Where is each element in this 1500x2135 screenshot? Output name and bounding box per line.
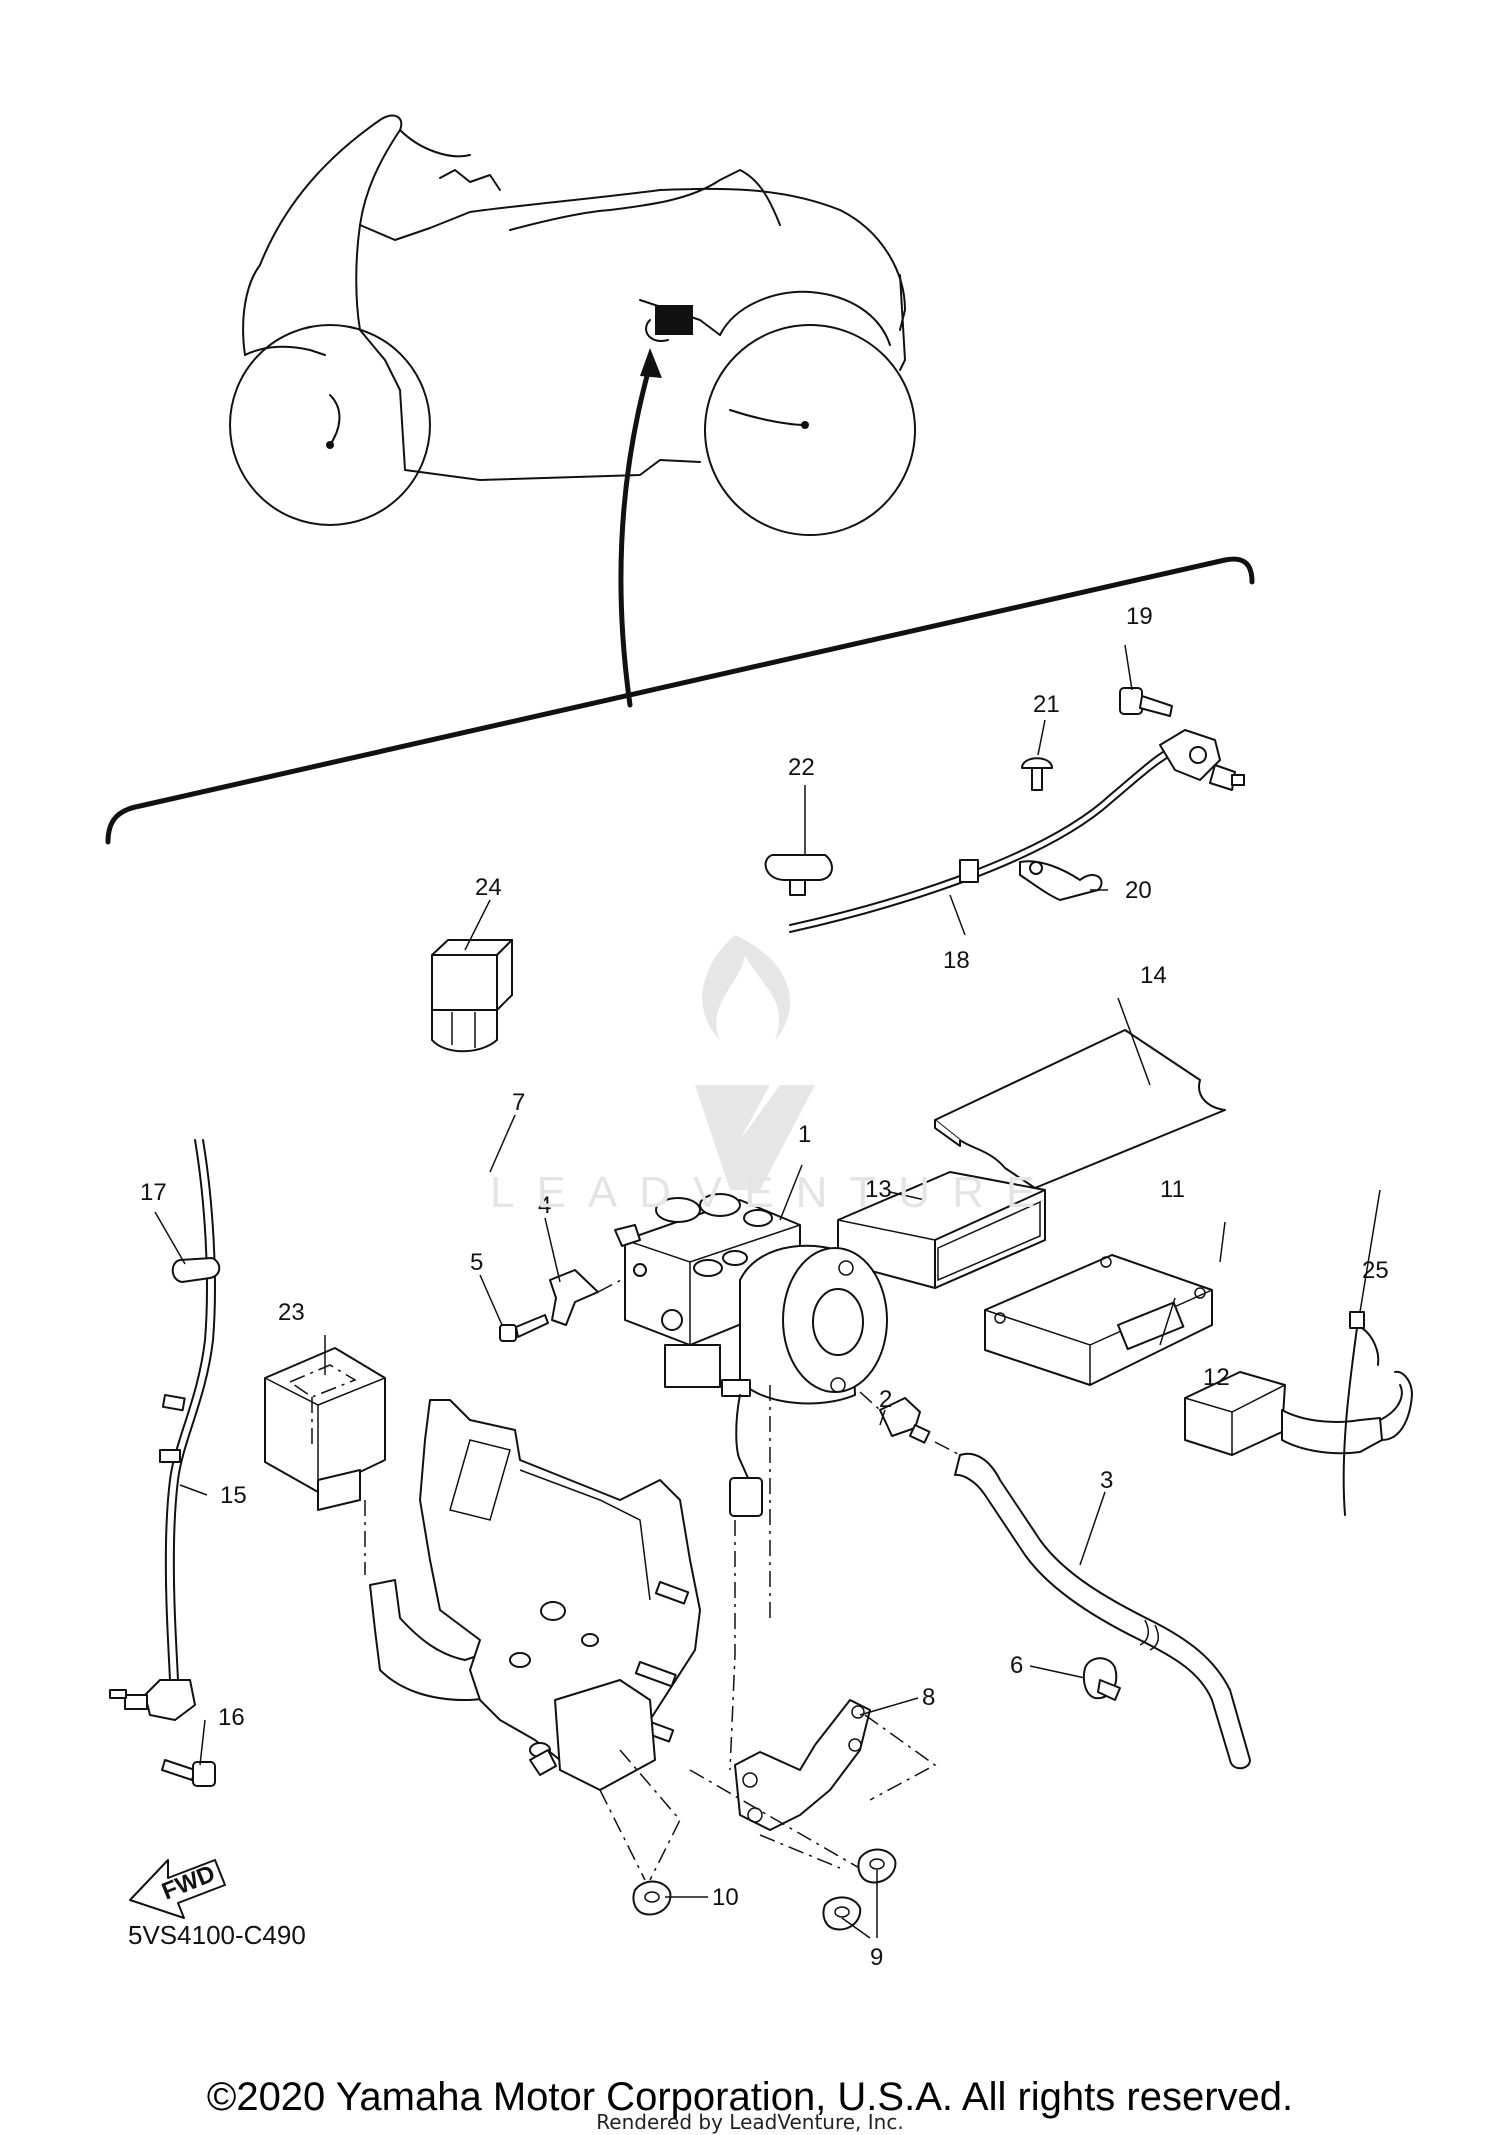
callout-7: 7 <box>512 1089 525 1116</box>
callout-16: 16 <box>218 1704 245 1731</box>
callout-22: 22 <box>788 754 815 781</box>
part-7-mounting-frame <box>369 1399 701 1791</box>
part-16-bolt <box>161 1759 216 1787</box>
callout-20: 20 <box>1125 877 1152 904</box>
part-5-screw <box>499 1314 549 1342</box>
callout-10: 10 <box>712 1884 739 1911</box>
part-21-screw <box>1021 757 1053 791</box>
callout-6: 6 <box>1010 1652 1023 1679</box>
part-8-bracket <box>734 1699 871 1831</box>
part-11-control-unit <box>984 1254 1213 1386</box>
part-25-cable-tie <box>1342 1311 1380 1516</box>
part-17-clip <box>171 1257 221 1283</box>
watermark-text: LEADVENTURE <box>490 1168 1058 1217</box>
callout-11: 11 <box>1160 1176 1185 1203</box>
part-23-relay-box <box>264 1347 386 1575</box>
callout-2: 2 <box>879 1386 892 1413</box>
callout-15: 15 <box>220 1482 247 1509</box>
diagram-code: 5VS4100-C490 <box>128 1920 306 1950</box>
part-10-nut <box>632 1880 672 1916</box>
callout-24: 24 <box>475 874 502 901</box>
part-2-fitting <box>859 1391 961 1456</box>
callout-8: 8 <box>922 1684 935 1711</box>
callout-12: 12 <box>1203 1364 1230 1391</box>
callout-leaders <box>154 644 1381 1939</box>
part-24-relay <box>431 939 513 1053</box>
callout-1: 1 <box>798 1121 811 1148</box>
callout-13: 13 <box>865 1176 892 1203</box>
part-6-clamp <box>1082 1657 1121 1701</box>
part-9-nut <box>822 1848 897 1931</box>
callout-18: 18 <box>943 947 970 974</box>
part-15-front-sensor-lead <box>109 1139 216 1721</box>
part-12-harness-connector <box>1184 1370 1413 1456</box>
callout-9: 9 <box>870 1944 883 1971</box>
callout-labels: 1 2 3 4 5 6 7 8 9 10 11 12 13 14 15 16 1… <box>140 603 1389 1971</box>
part-3-hose <box>954 1452 1251 1770</box>
part-14-cover-plate <box>934 1029 1226 1189</box>
location-pointer-arrow <box>618 348 662 708</box>
callout-25: 25 <box>1362 1257 1389 1284</box>
motorcycle-outline <box>229 114 916 536</box>
dashed-assembly-lines <box>599 1714 937 1881</box>
callout-14: 14 <box>1140 962 1167 989</box>
part-1-hydraulic-unit <box>614 1193 888 1405</box>
part-19-bolt <box>1119 687 1173 717</box>
copyright-notice: ©2020 Yamaha Motor Corporation, U.S.A. A… <box>206 2075 1294 2119</box>
callout-4: 4 <box>538 1192 551 1219</box>
rendered-by-credit: Rendered by LeadVenture, Inc. <box>596 2110 904 2134</box>
part-4-bracket <box>549 1269 626 1326</box>
callout-21: 21 <box>1033 691 1060 718</box>
fwd-arrow-icon: FWD <box>129 1859 226 1919</box>
section-separator-line <box>105 556 1255 845</box>
part-20-clamp <box>1019 860 1103 901</box>
part-18-sensor-lead <box>789 729 1245 933</box>
hydraulic-unit-lead <box>729 1385 771 1771</box>
callout-5: 5 <box>470 1249 483 1276</box>
callout-19: 19 <box>1126 603 1153 630</box>
part-22-clip <box>764 854 833 896</box>
callout-3: 3 <box>1100 1467 1113 1494</box>
callout-23: 23 <box>278 1299 305 1326</box>
leadventure-watermark-logo <box>695 935 815 1190</box>
callout-17: 17 <box>140 1179 167 1206</box>
